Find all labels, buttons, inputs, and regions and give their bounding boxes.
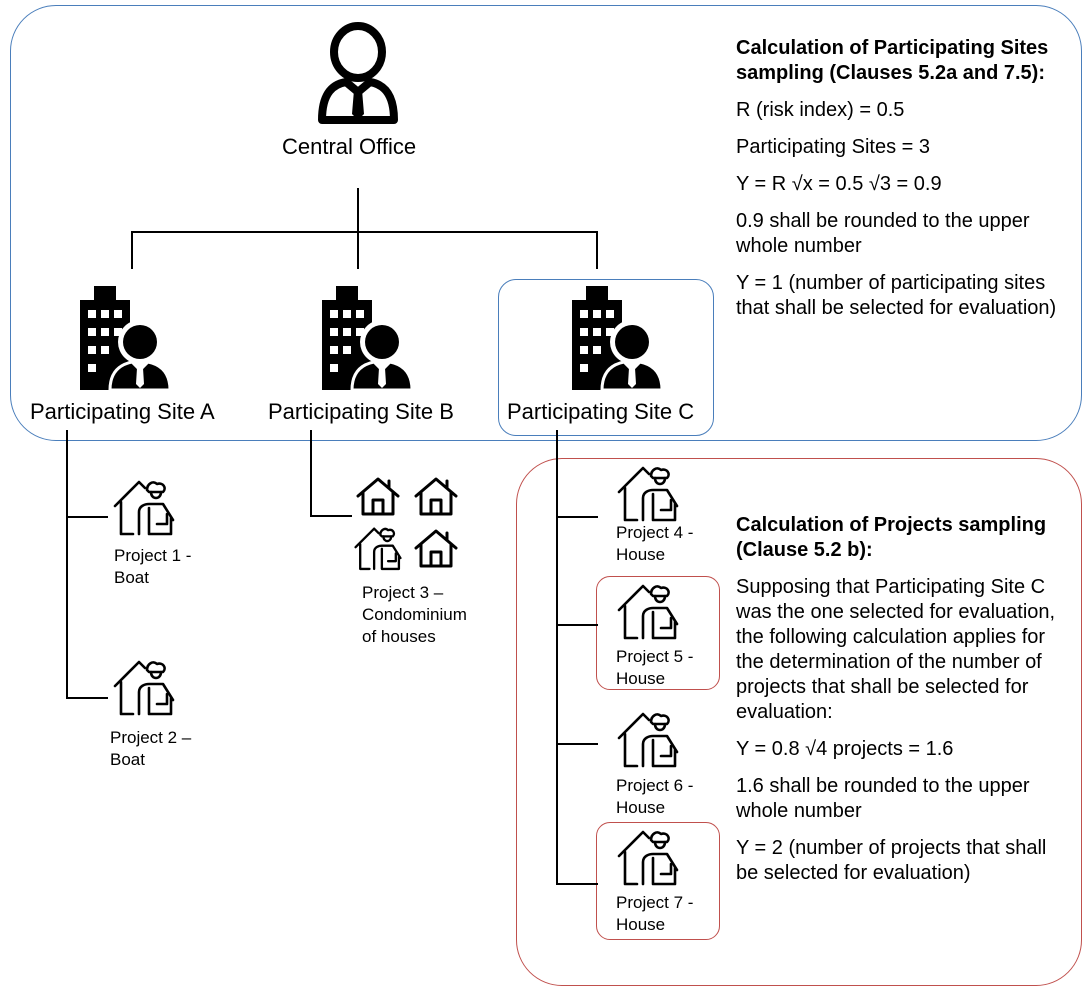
projects-calculation-panel: Calculation of Projects sampling (Clause…	[736, 513, 1066, 898]
project-7-highlight	[596, 822, 720, 940]
house-worker-icon-p1	[113, 480, 175, 536]
site-b-label: Participating Site B	[268, 399, 454, 424]
sites-calculation-panel: Calculation of Participating Sites sampl…	[736, 36, 1062, 333]
sites-calc-line: Y = R √x = 0.5 √3 = 0.9	[736, 173, 942, 195]
building-person-icon-c	[572, 286, 664, 392]
house-icon-p3a	[356, 477, 400, 516]
house-icon-p3c	[414, 529, 458, 568]
building-person-icon-a	[80, 286, 172, 392]
house-worker-icon-p3	[354, 527, 402, 571]
site-c-label: Participating Site C	[507, 399, 695, 424]
projects-calc-line: Y = 0.8 √4 projects = 1.6	[736, 738, 954, 760]
central-office-label: Central Office	[282, 134, 417, 159]
sites-calculation-heading: Calculation of Participating Sites sampl…	[736, 37, 1049, 84]
house-worker-icon-p5	[617, 584, 679, 640]
sites-calc-line: Participating Sites = 3	[736, 136, 930, 158]
project-6-label: Project 6 - House	[616, 776, 694, 817]
site-c-projects-boundary	[516, 458, 1082, 986]
project-3-label: Project 3 – Condominium of houses	[362, 583, 467, 646]
project-5-label: Project 5 - House	[616, 647, 694, 688]
house-worker-icon-p4	[617, 466, 679, 522]
person-icon	[318, 22, 398, 124]
sites-calc-line: 0.9 shall be rounded to the upper whole …	[736, 210, 1030, 257]
organization-boundary	[10, 5, 1082, 441]
house-worker-icon-p2	[113, 660, 175, 716]
sites-calc-line: R (risk index) = 0.5	[736, 99, 905, 121]
sites-calc-line: Y = 1 (number of participating sites tha…	[736, 272, 1057, 319]
house-icon-p3b	[414, 477, 458, 516]
project-4-label: Project 4 - House	[616, 523, 694, 564]
projects-calc-line: Y = 2 (number of projects that shall be …	[736, 837, 1047, 884]
project-2-label: Project 2 – Boat	[110, 728, 192, 769]
projects-calc-line: 1.6 shall be rounded to the upper whole …	[736, 775, 1030, 822]
projects-calculation-heading: Calculation of Projects sampling (Clause…	[736, 514, 1047, 561]
site-a-label: Participating Site A	[30, 399, 215, 424]
building-person-icon-b	[322, 286, 414, 392]
site-c-highlight	[498, 279, 714, 436]
project-1-label: Project 1 - Boat	[114, 546, 192, 583]
projects-calc-line: Supposing that Participating Site C was …	[736, 576, 1056, 723]
house-worker-icon-p6	[617, 712, 679, 768]
house-worker-icon-p7	[617, 830, 679, 886]
project-5-highlight	[596, 576, 720, 690]
project-7-label: Project 7 - House	[616, 893, 694, 934]
